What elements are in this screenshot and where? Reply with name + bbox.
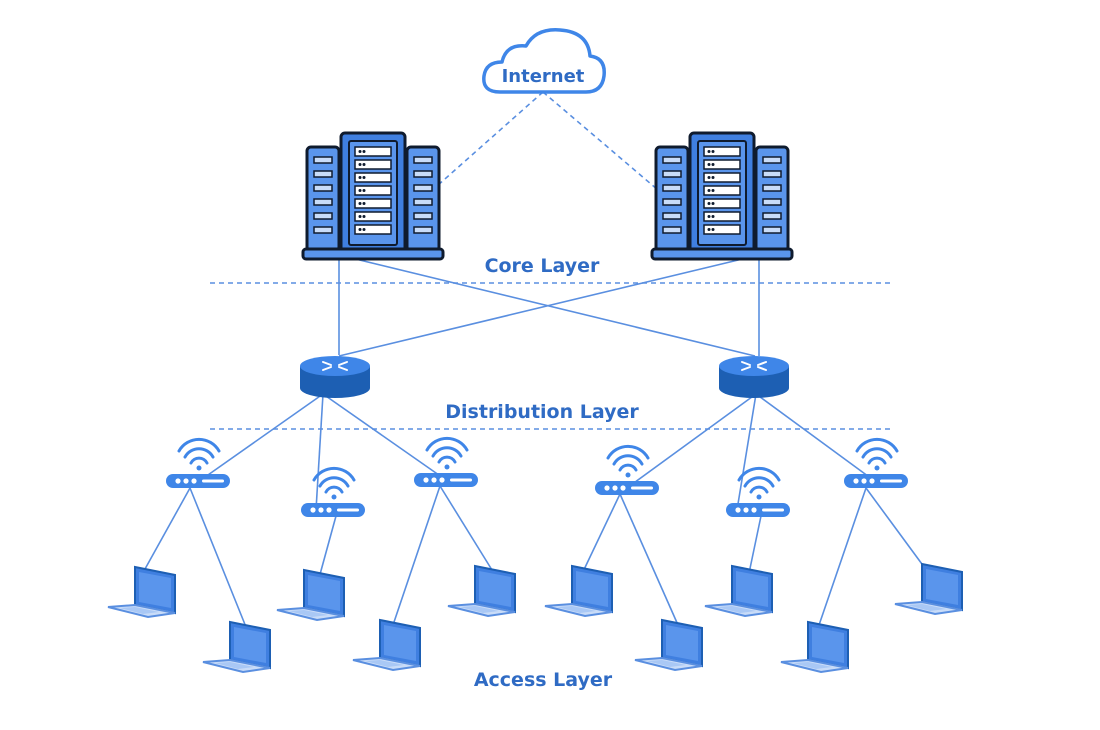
laptop-icon xyxy=(544,565,613,617)
laptop-icon xyxy=(704,565,773,617)
wireless-access-point-icon xyxy=(299,466,367,519)
core-servers xyxy=(303,133,792,259)
wireless-access-point-icon xyxy=(164,437,232,490)
distribution-layer-label: Distribution Layer xyxy=(445,401,639,423)
wireless-access-point-icon xyxy=(412,436,480,489)
laptop-icon xyxy=(276,569,345,621)
wireless-access-point-icon xyxy=(842,437,910,490)
laptop-icon xyxy=(352,619,421,671)
internet-links xyxy=(436,91,659,191)
internet-label: Internet xyxy=(502,66,585,87)
router-icon xyxy=(299,355,371,399)
laptop-icon xyxy=(447,565,516,617)
server-rack-icon xyxy=(303,133,443,259)
access-layer-label: Access Layer xyxy=(474,669,613,691)
wireless-access-point-icon xyxy=(724,466,792,519)
laptop-icon xyxy=(202,621,271,673)
server-rack-icon xyxy=(652,133,792,259)
laptop-icon xyxy=(634,619,703,671)
core-layer-label: Core Layer xyxy=(485,255,600,277)
laptop-icon xyxy=(894,563,963,615)
distribution-routers xyxy=(299,355,790,399)
internet-cloud: Internet xyxy=(482,28,606,94)
access-points xyxy=(164,436,910,519)
router-icon xyxy=(718,355,790,399)
laptop-icon xyxy=(780,621,849,673)
wireless-access-point-icon xyxy=(593,444,661,497)
access-laptop-links xyxy=(139,485,931,629)
core-distribution-links xyxy=(338,254,760,357)
laptop-icon xyxy=(107,566,176,618)
distribution-access-links xyxy=(197,393,877,511)
